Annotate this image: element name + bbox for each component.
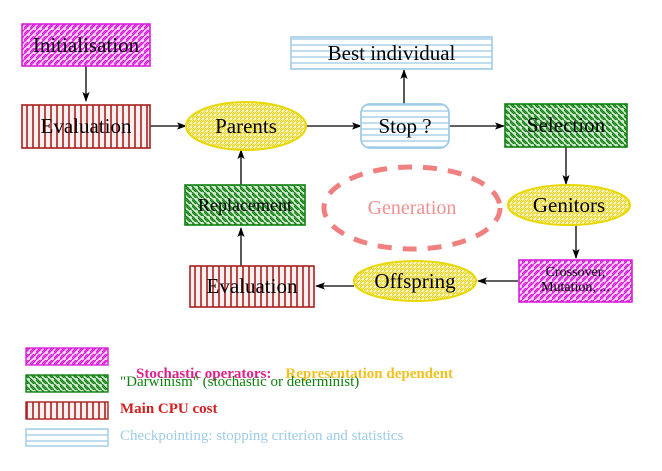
node-replacement[interactable] <box>184 184 306 226</box>
node-parents[interactable] <box>185 101 307 151</box>
legend-label-stochastic-operators: Stochastic operators: <box>136 366 272 382</box>
legend-label-checkpointing: Checkpointing: stopping criterion and st… <box>120 428 404 444</box>
node-evaluation-bottom[interactable] <box>189 265 315 308</box>
legend-label-representation-dependent: Representation dependent <box>285 366 454 382</box>
node-stop[interactable] <box>360 103 450 149</box>
node-genitors[interactable] <box>507 184 631 226</box>
legend-swatch-magenta <box>25 347 109 366</box>
edge-layer <box>82 66 580 290</box>
node-crossover-mutation[interactable] <box>518 259 633 303</box>
node-selection[interactable] <box>504 103 628 148</box>
node-generation <box>321 164 503 252</box>
legend-swatch-green <box>25 374 109 393</box>
legend-label-main-cpu-cost: Main CPU cost <box>120 401 218 417</box>
node-initialisation[interactable] <box>21 23 151 67</box>
node-offspring[interactable] <box>353 260 477 302</box>
legend-swatch-blue <box>25 428 109 447</box>
legend-row-stochastic: Stochastic operators: Representation depe… <box>120 347 453 401</box>
node-best-individual[interactable] <box>290 36 493 70</box>
legend-label-darwinism: "Darwinism" (stochastic or determinist) <box>120 374 360 390</box>
node-evaluation-top[interactable] <box>21 104 151 149</box>
legend-swatch-red <box>25 401 109 420</box>
